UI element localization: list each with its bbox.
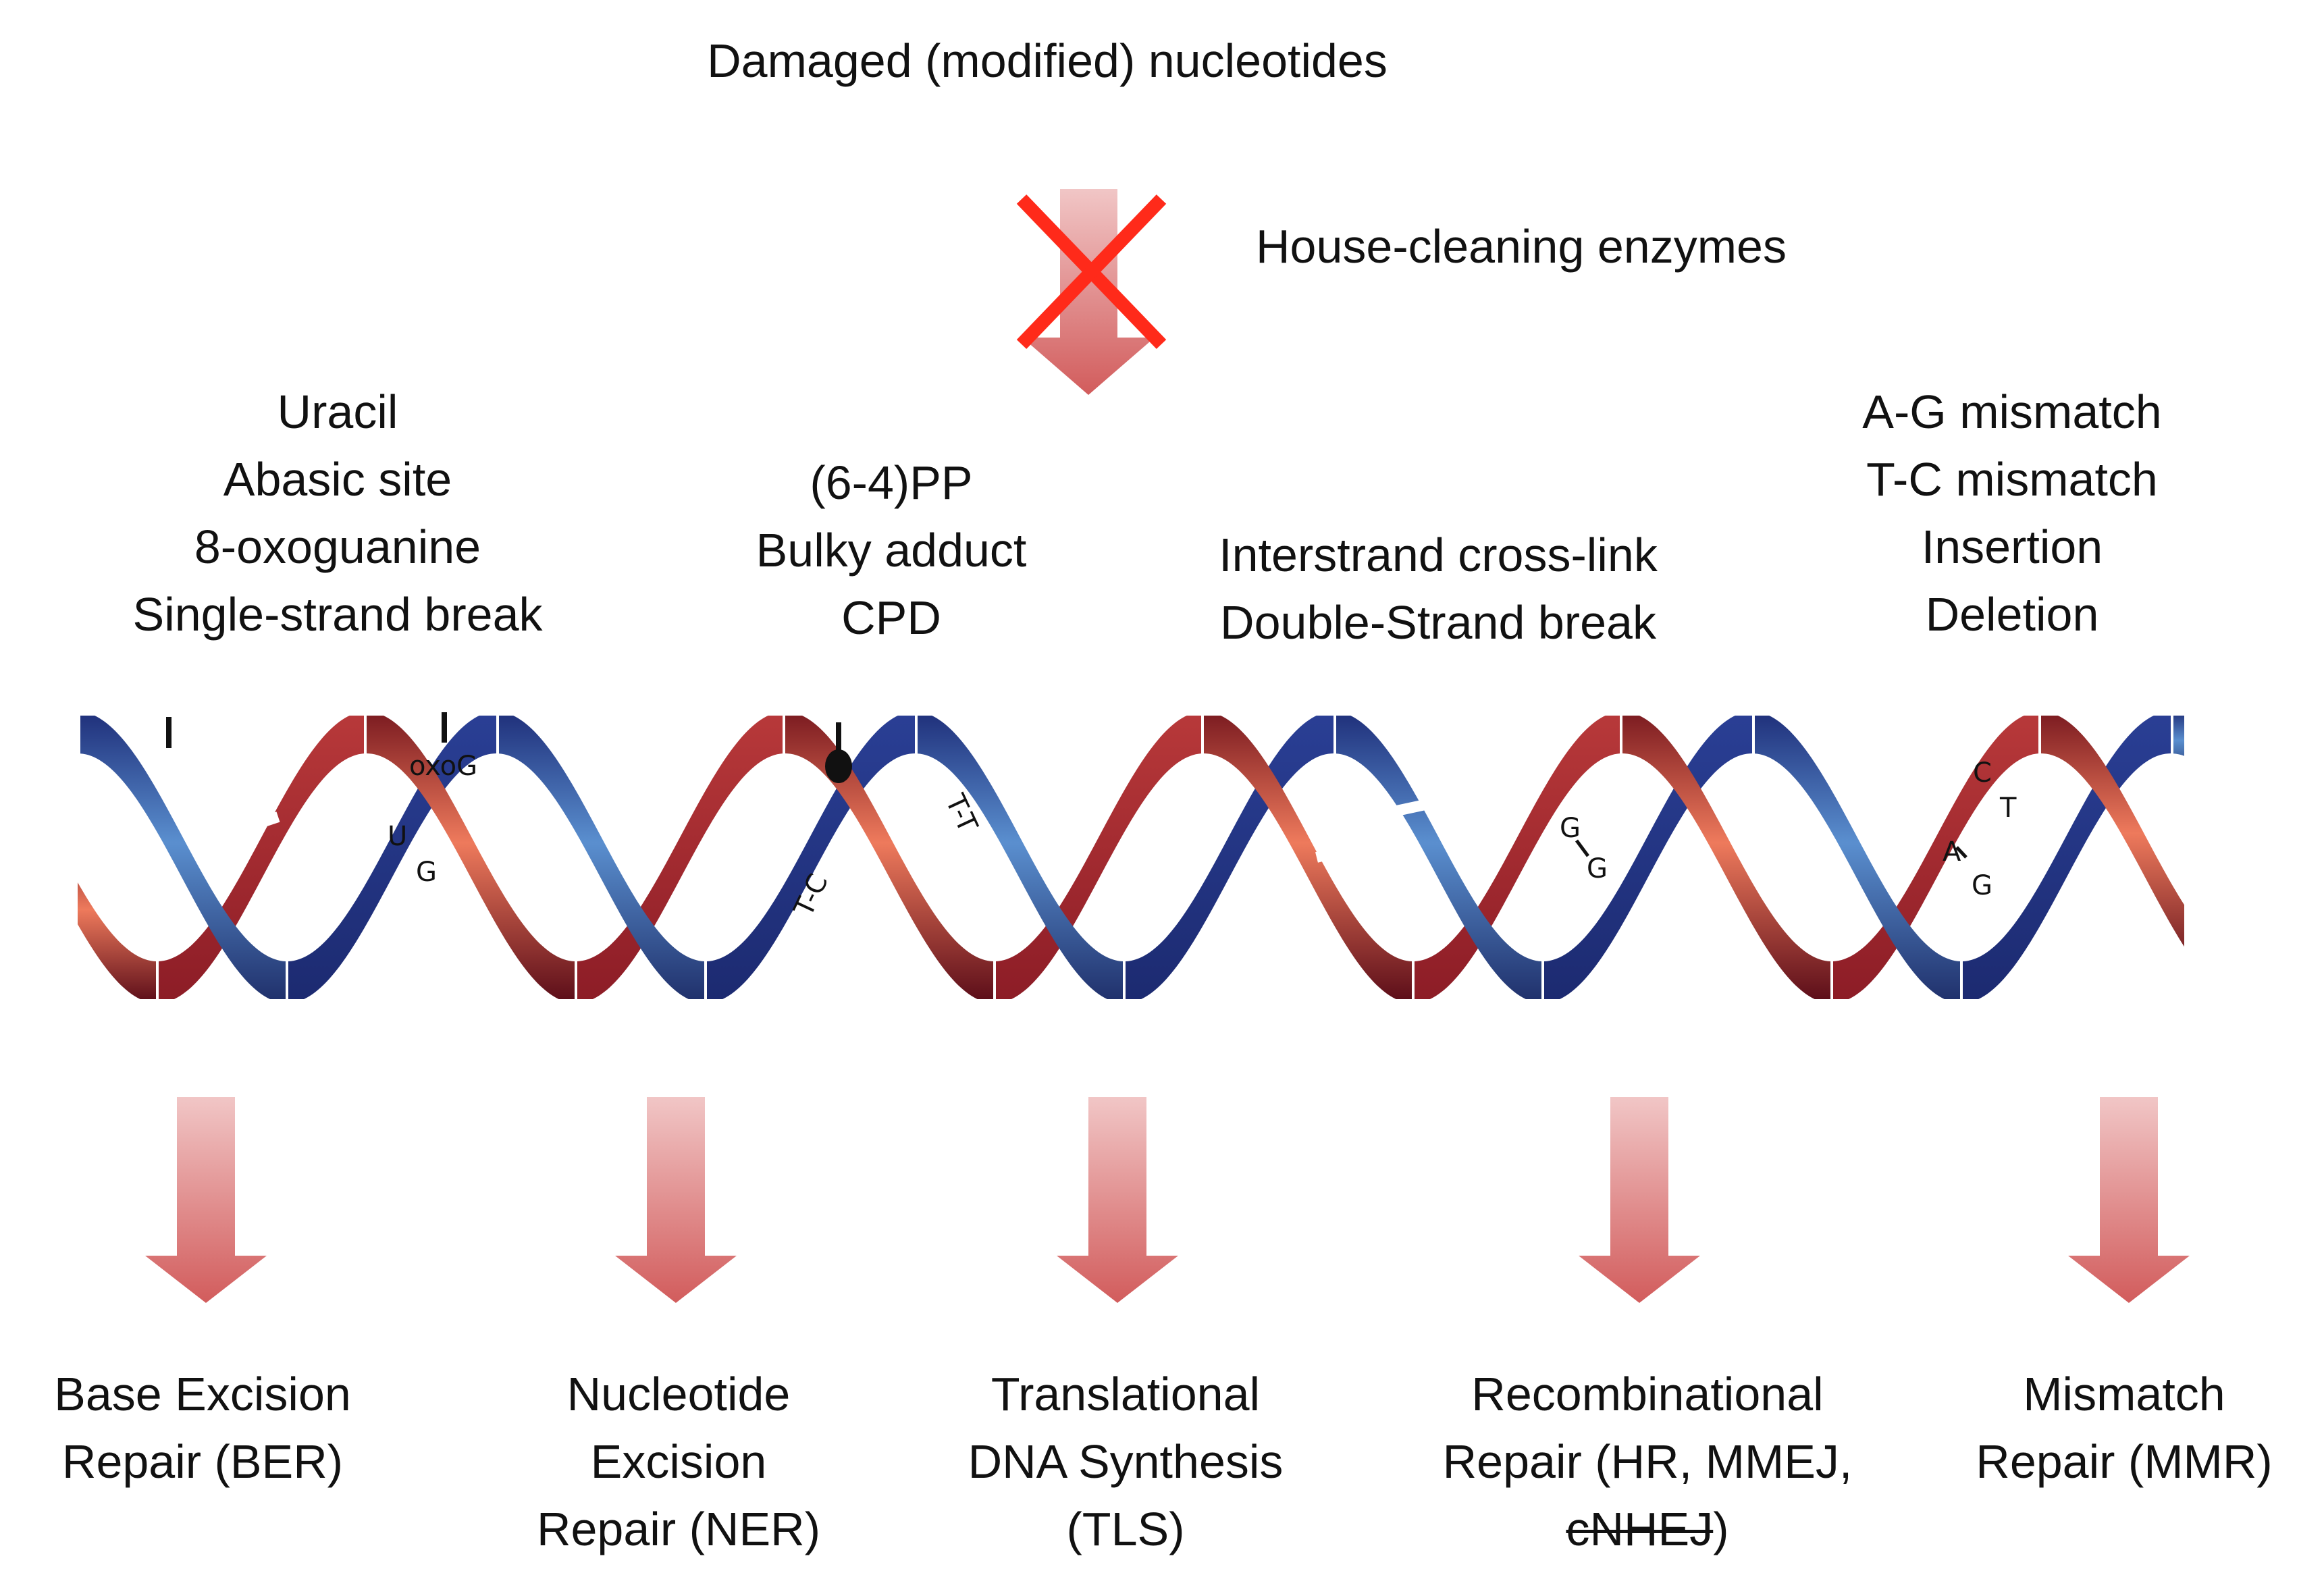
arrow-mmr [2068,1097,2190,1303]
arrow-recombinational [1579,1097,1700,1303]
blue-strand-front [499,716,704,999]
blue-strand-front [918,716,1123,999]
red-strand-front [1204,716,1412,999]
label-G4: G [1972,870,1992,901]
dna-helix [51,712,2184,999]
helix-front-strands [78,716,2184,999]
blue-strand-front [1336,716,1541,999]
label-oxoG: oxoG [409,751,477,782]
lesion-markers [166,712,1968,859]
cnhej-struck: cNHEJ [1566,1503,1714,1555]
pathway-ber: Base Excision Repair (BER) [54,1368,351,1488]
red-strand-front [78,882,156,999]
label-G1: G [416,857,437,888]
red-strand-front [2041,716,2184,947]
blue-strand-back [1126,716,1333,999]
blue-strand-front [80,716,286,999]
label-T: T [1999,793,2017,824]
label-G2: G [1560,813,1581,844]
damage-group-mmr: A-G mismatch T-C mismatch Insertion Dele… [1862,385,2162,641]
label-C: C [1973,757,1992,789]
blue-strand-back [1963,716,2171,999]
blue-strand-front [2173,716,2184,756]
blocked-cross-icon [1016,194,1167,349]
arrow-ner [615,1097,737,1303]
pathway-ner: Nucleotide Excision Repair (NER) [536,1368,821,1555]
arrow-ber [145,1097,267,1303]
helix-base-labels: oxoG U G T-C T-T G G C T A G [388,751,2017,922]
bulky-adduct-icon [825,749,852,783]
diagram-title: Damaged (modified) nucleotides [707,34,1388,87]
crosslink-tick [1575,839,1590,857]
pathway-arrows [145,1097,2190,1303]
blue-strand-back [51,712,78,764]
house-cleaning-label: House-cleaning enzymes [1256,220,1787,273]
arrow-tls [1057,1097,1178,1303]
house-cleaning-arrow [1022,189,1155,395]
label-U: U [388,821,407,852]
blue-strand-back [707,716,915,999]
damage-group-ber: Uracil Abasic site 8-oxoguanine Single-s… [132,385,543,641]
pathway-tls: Translational DNA Synthesis (TLS) [968,1368,1284,1555]
pathway-recombinational: Recombinational Repair (HR, MMEJ, cNHEJ) [1442,1368,1853,1555]
red-strand-front [1622,716,1830,999]
blue-strand-back [288,716,496,999]
mismatch-tick [1955,846,1968,859]
blue-strand-front [1755,716,1960,999]
label-A: A [1943,836,1961,867]
blue-strand-back [1544,716,1752,999]
damage-group-recombinational: Interstrand cross-link Double-Strand bre… [1219,529,1658,649]
label-G3: G [1587,853,1608,884]
pathway-mmr: Mismatch Repair (MMR) [1976,1368,2273,1488]
strand-break-marks [236,798,1433,863]
damage-group-ner: (6-4)PP Bulky adduct CPD [756,456,1027,644]
red-strand-front [367,716,575,999]
red-strand-front [785,716,993,999]
